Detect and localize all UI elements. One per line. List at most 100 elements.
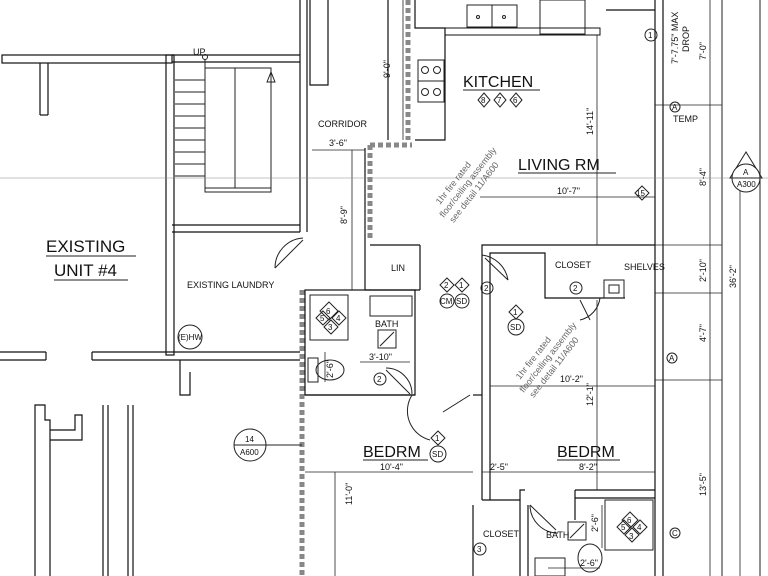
circle-1-top-text: 1 [648,31,653,40]
dim-2-10: 2'-10" [698,259,708,282]
bath-lower-tags: 6 5 4 3 [616,511,648,543]
hall-door-leaf [484,257,509,281]
sd-bedrm: 1 SD [429,430,447,463]
closet-upper-door-leaf [579,299,591,321]
bath-upper-toilet-tank [307,357,319,383]
kitchen-tag-6-text: 6 [513,96,518,105]
living-label: LIVING RM [518,157,600,174]
cm-sd-cluster: 2 1 CM SD [439,277,470,309]
marker-a-mid-text: A [669,354,675,363]
bath-lower-tag-5: 5 [621,523,626,532]
tag-15: 15 [634,185,650,201]
bath-upper-tag-3: 3 [328,323,333,332]
circle-3-lower-text: 3 [477,545,482,554]
stair-lower-landing [204,187,272,193]
dim-36-2: 36'-2" [728,265,738,288]
bedrm-right-label: BEDRM [557,444,615,461]
marker-a-temp: A [669,101,681,113]
detail-marker-sheet: A600 [240,448,259,457]
stair-landing [234,67,272,189]
stair-well [204,67,236,189]
dim-2-6-lower: 2'-6" [590,514,600,532]
kitchen-sink-drain-r [502,15,506,19]
circle-2-c-text: 2 [377,375,382,384]
bath-upper-fixture-hatch [379,331,395,347]
bath-upper-wall [304,289,416,396]
range-burner-4 [433,88,441,96]
existing-unit-label-2: UNIT #4 [54,261,117,280]
dim-12-1: 12'-1" [585,383,595,406]
existing-unit-wall [1,54,173,64]
kitchen-tag-7: 7 [493,92,507,108]
lower-bath-fixture-hatch [569,523,585,539]
dim-10-2: 10'-2" [560,374,583,384]
bath-lower-tag-4: 4 [637,523,642,532]
water-heater-label: (E)HW [178,333,202,342]
sd-hall-label: SD [510,323,521,332]
post-below [179,360,191,396]
dim-3-6: 3'-6" [329,138,347,148]
shelves-box [603,279,625,299]
circle-2-b-text: 2 [573,284,578,293]
kitchen-label: KITCHEN [463,74,533,91]
shelves-label: SHELVES [624,262,665,272]
lower-bath-door-arc [529,504,559,534]
bath-upper-toilet-bowl [315,359,345,381]
bath-upper-door-arc [385,367,413,395]
existing-unit-right-wall [165,54,175,356]
kitchen-tag-8: 8 [477,92,491,108]
lin-label: LIN [391,263,405,273]
dim-8-4: 8'-4" [698,168,708,186]
lower-bath-shower [604,499,654,551]
dim-2-6-lower-h: 2'-6" [580,558,598,568]
shelves-inner [608,284,620,294]
bath-upper-door-leaf [385,369,411,395]
corridor-label: CORRIDOR [318,119,367,129]
range-burner-3 [421,88,429,96]
sd-hall-tag: 1 [513,308,518,317]
marker-a-temp-text: A [672,103,678,112]
existing-laundry-label: EXISTING LAUNDRY [187,280,274,290]
dim-3-10: 3'-10" [369,352,392,362]
lower-bath-door-leaf [529,504,557,531]
marker-a-mid: A [666,352,678,364]
cm-sd-tag-2: 2 [444,281,449,290]
bath-upper-tag-6: 6 [326,307,331,316]
dim-2-5: 2'-5" [490,462,508,472]
circle-2-c: 2 [373,372,387,386]
stairs [175,54,276,193]
temp-label: TEMP [673,114,698,124]
circle-1-top: 1 [644,28,658,42]
water-heater-circle [177,324,203,350]
dim-11-0: 11'-0" [344,483,354,505]
kitchen-tag-7-text: 7 [497,96,502,105]
dim-10-7: 10'-7" [557,186,580,196]
dim-14-11: 14'-11" [585,108,595,135]
range-burner-2 [433,66,441,74]
up-label: UP [193,47,206,57]
section-marker-sheet: A300 [737,180,756,189]
circle-2-a-text: 2 [484,284,489,293]
closet-lower-label: CLOSET [483,529,520,539]
section-marker-letter: A [743,168,749,177]
sd-hall: 1 SD [507,304,525,336]
fire-note-1: 1hr fire rated floor/ceiling assembly se… [434,145,501,225]
cm-sd-tag-1: 1 [459,281,464,290]
dim-9-0: 9'-0" [382,60,392,78]
range-burner-1 [421,66,429,74]
lower-bath-toilet [577,543,603,573]
bath-upper-tag-5: 5 [320,314,325,323]
stair-arrow-head [266,70,276,83]
bedrm-left-door-leaf [442,394,471,413]
dim-8-2: 8'-2" [579,462,597,472]
lower-left-notch [50,414,83,441]
dim-13-5: 13'-5" [698,473,708,496]
marker-c: C [669,527,681,539]
dim-4-7: 4'-7" [698,324,708,342]
detail-marker-number: 14 [245,435,254,444]
bath-upper-fixture [377,329,397,349]
dim-2-6-bath: 2'-6" [325,360,335,378]
